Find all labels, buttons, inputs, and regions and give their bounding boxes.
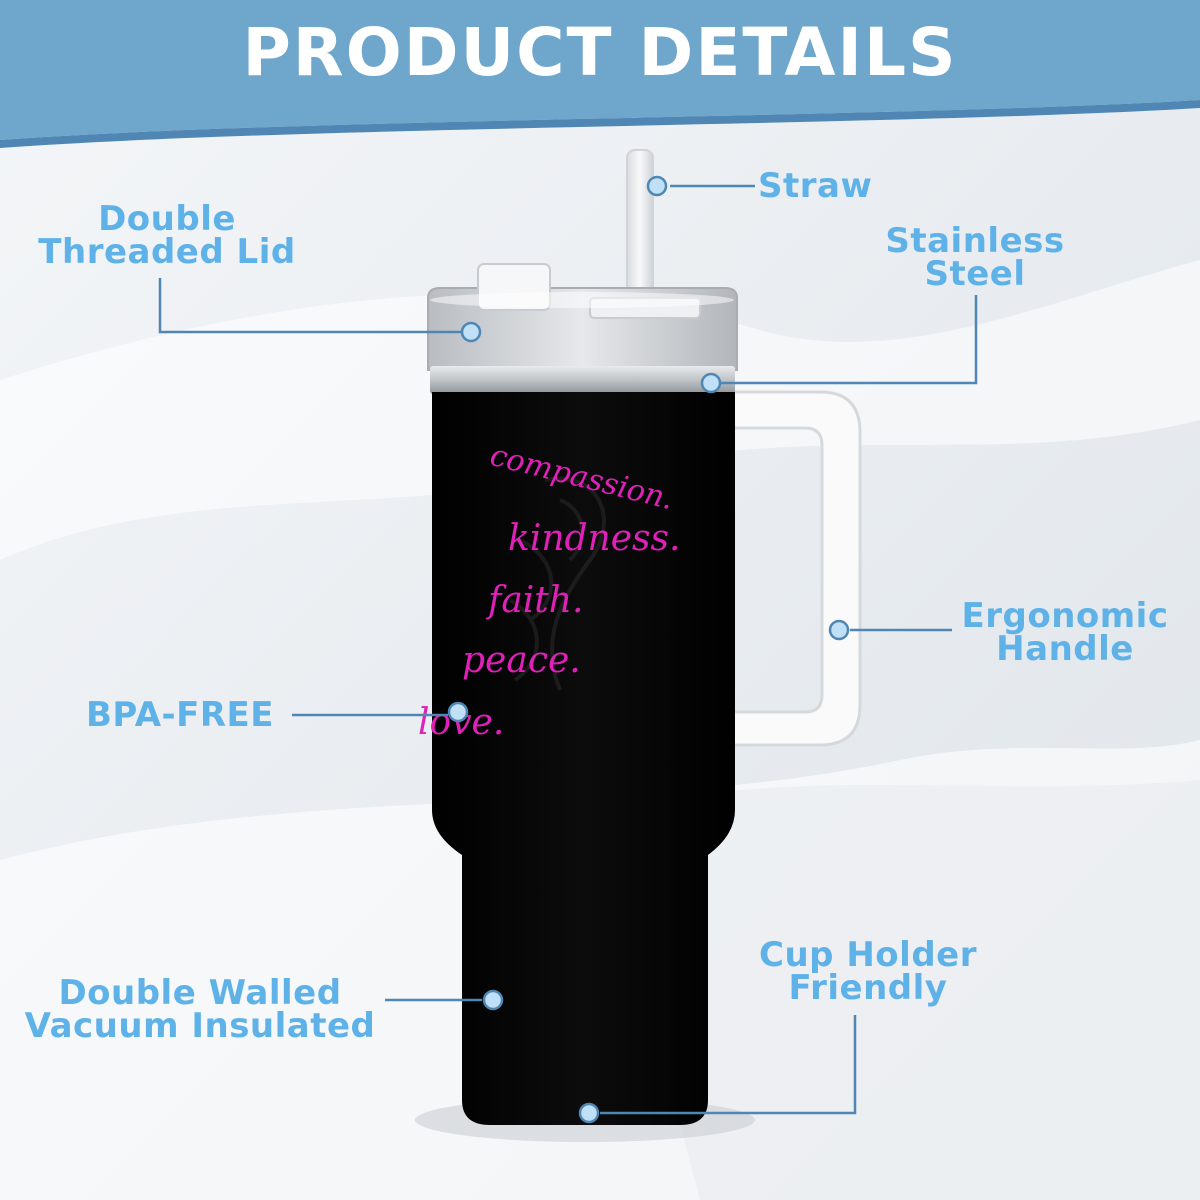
callout-bpa: BPA-FREE [86, 695, 296, 735]
callout-steel-line2: Steel [924, 254, 1026, 294]
callout-cupholder: Cup Holder Friendly [748, 935, 988, 1008]
print-word-compassion: compassion. [486, 440, 678, 518]
print-word-love: love. [418, 702, 505, 743]
print-word-peace: peace. [462, 640, 581, 681]
print-word-kindness: kindness. [508, 518, 681, 559]
callout-bpa-text: BPA-FREE [86, 695, 274, 735]
callout-lid-line2: Threaded Lid [38, 232, 296, 272]
callout-handle-line1: Ergonomic [961, 596, 1169, 636]
tumbler-body [432, 392, 735, 1125]
header-banner: PRODUCT DETAILS [0, 0, 1200, 150]
steel-rim-shape [430, 366, 735, 394]
handle-shape [728, 390, 862, 747]
callout-insulated-line1: Double Walled [58, 973, 342, 1013]
callout-steel: Stainless Steel [870, 221, 1080, 294]
callout-handle: Ergonomic Handle [950, 596, 1180, 669]
lid-shape [427, 263, 738, 371]
callout-handle-line2: Handle [996, 629, 1134, 669]
print-word-faith: faith. [488, 580, 584, 621]
tumbler-print: compassion. kindness. faith. peace. love… [418, 440, 728, 760]
callout-insulated: Double Walled Vacuum Insulated [10, 973, 390, 1046]
page-title: PRODUCT DETAILS [242, 14, 958, 91]
callout-straw: Straw [758, 166, 878, 206]
callout-lid-line1: Double [98, 199, 236, 239]
callout-straw-text: Straw [758, 166, 873, 206]
callout-cupholder-line1: Cup Holder [759, 935, 977, 975]
callout-lid: Double Threaded Lid [22, 199, 312, 272]
callout-cupholder-line2: Friendly [788, 968, 948, 1008]
wing-graphic [508, 476, 606, 691]
callout-insulated-line2: Vacuum Insulated [24, 1006, 376, 1046]
callout-steel-line1: Stainless [885, 221, 1065, 261]
